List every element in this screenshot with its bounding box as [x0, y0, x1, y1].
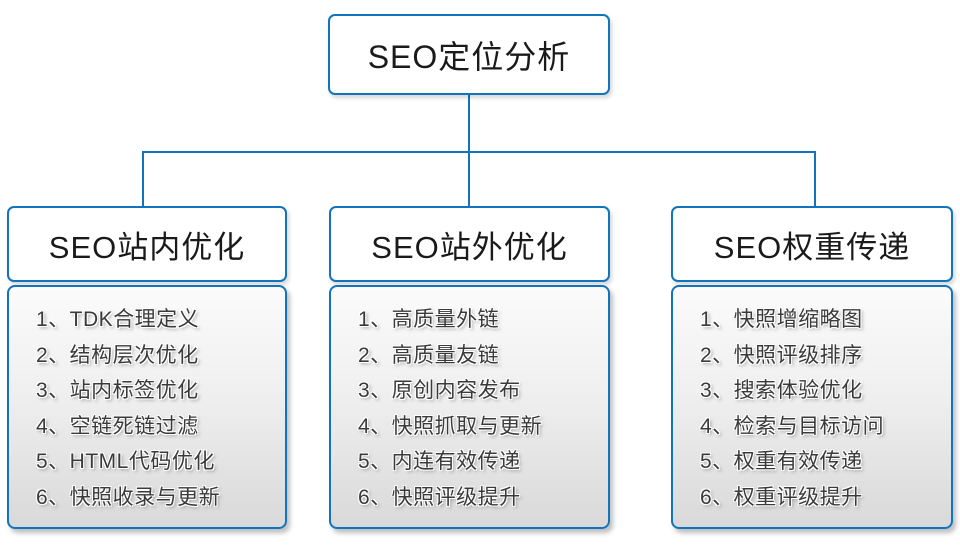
list-item: 1、TDK合理定义	[36, 308, 200, 331]
root-node: SEO定位分析	[328, 14, 610, 95]
list-item: 5、内连有效传递	[358, 450, 521, 474]
list-item: 2、快照评级排序	[700, 343, 863, 367]
list-item: 3、搜索体验优化	[700, 379, 863, 403]
column-weight-title: SEO权重传递	[713, 229, 911, 265]
connector-root-drop	[468, 95, 470, 152]
list-item: 4、快照抓取与更新	[358, 414, 543, 438]
list-item: 1、快照增缩略图	[700, 308, 863, 331]
list-item: 3、原创内容发布	[358, 379, 521, 403]
list-item: 2、高质量友链	[358, 343, 500, 367]
list-item: 5、权重有效传递	[700, 450, 863, 474]
list-item: 2、结构层次优化	[36, 343, 199, 367]
column-onsite-list: 1、TDK合理定义 2、结构层次优化 3、站内标签优化 4、空链死链过滤 5、H…	[7, 285, 287, 529]
column-weight-header: SEO权重传递	[671, 206, 953, 282]
column-offsite-header: SEO站外优化	[329, 206, 610, 282]
list-item: 4、检索与目标访问	[700, 414, 885, 438]
connector-horizontal	[142, 151, 816, 153]
connector-right-drop	[814, 151, 816, 207]
connector-left-drop	[142, 151, 144, 207]
column-offsite-title: SEO站外优化	[371, 229, 568, 265]
list-item: 4、空链死链过滤	[36, 414, 199, 438]
list-item: 6、权重评级提升	[700, 485, 863, 509]
list-item: 5、HTML代码优化	[36, 450, 215, 474]
list-item: 1、高质量外链	[358, 308, 500, 331]
root-node-label: SEO定位分析	[367, 38, 571, 75]
list-item: 6、快照评级提升	[358, 485, 521, 509]
connector-middle-drop	[468, 151, 470, 207]
column-offsite-list: 1、高质量外链 2、高质量友链 3、原创内容发布 4、快照抓取与更新 5、内连有…	[329, 285, 610, 529]
column-weight-list: 1、快照增缩略图 2、快照评级排序 3、搜索体验优化 4、检索与目标访问 5、权…	[671, 285, 953, 529]
column-onsite-header: SEO站内优化	[7, 206, 287, 282]
column-onsite-title: SEO站内优化	[48, 229, 246, 265]
list-item: 3、站内标签优化	[36, 379, 199, 403]
list-item: 6、快照收录与更新	[36, 485, 221, 509]
